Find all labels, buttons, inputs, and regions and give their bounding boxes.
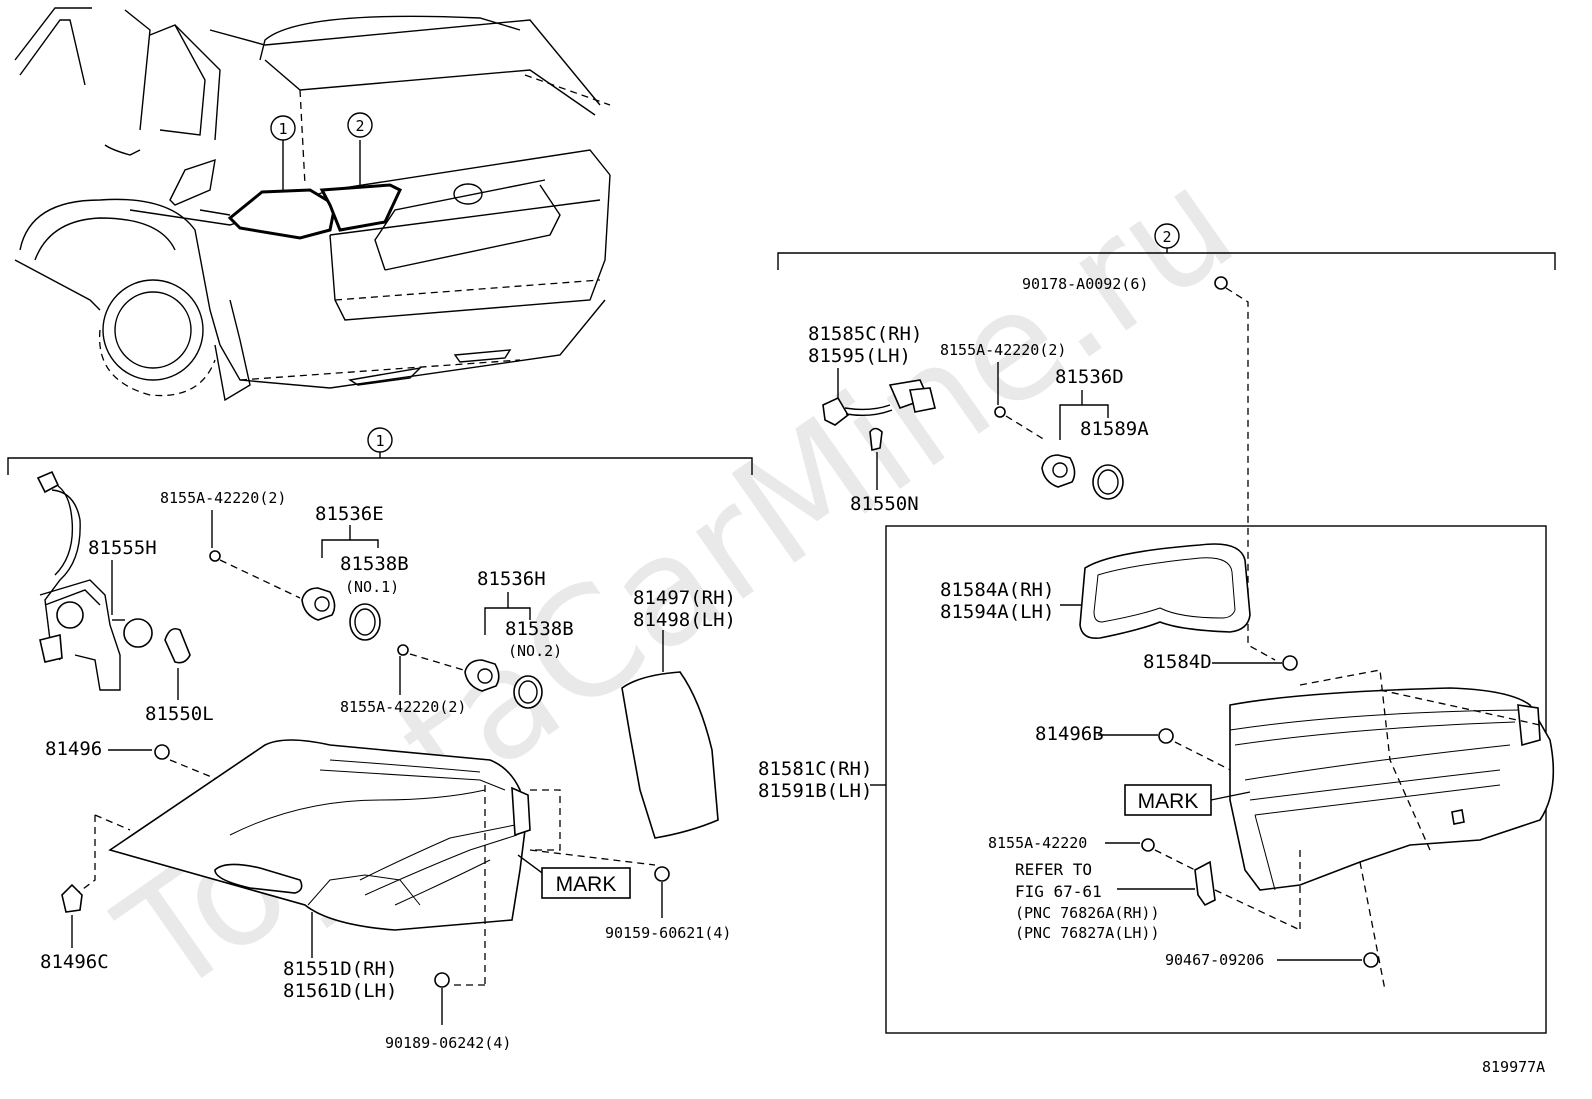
label-81536E: 81536E: [315, 503, 384, 525]
screw-90467: [1363, 952, 1379, 968]
tail-lamp-assembly-left: [108, 739, 531, 931]
label-81591B: 81591B(LH): [758, 780, 872, 802]
label-8155A-42220-right-2: 8155A-42220: [988, 834, 1087, 852]
label-81497: 81497(RH): [633, 587, 736, 609]
label-8155A-42220-right-1: 8155A-42220(2): [940, 341, 1066, 359]
label-81584A: 81584A(RH): [940, 579, 1054, 601]
label-81585C: 81585C(RH): [808, 323, 922, 345]
label-no1: (NO.1): [345, 578, 399, 596]
callout-1-section-text: 1: [375, 432, 384, 450]
bulb-socket-81585C: [822, 379, 936, 426]
refer-to-line2: FIG 67-61: [1015, 882, 1102, 901]
bulb-81550N: [869, 427, 883, 451]
label-81584D: 81584D: [1143, 651, 1212, 673]
mark-label-right: MARK: [1138, 790, 1199, 813]
label-81595: 81595(LH): [808, 345, 911, 367]
bracket-refer: [1194, 860, 1216, 907]
refer-to-line4: (PNC 76827A(LH)): [1015, 924, 1160, 942]
bracket-section-1: [7, 452, 753, 475]
vehicle-illustration: [14, 7, 611, 402]
label-81561D: 81561D(LH): [283, 980, 397, 1002]
gasket-81584A: [1079, 543, 1251, 640]
grommet-81496C: [61, 883, 83, 913]
label-81536H: 81536H: [477, 568, 546, 590]
clip-81496B: [1158, 728, 1174, 744]
screw-90189: [434, 972, 450, 988]
socket-81536D: [1041, 454, 1076, 488]
screw-90178: [1214, 276, 1228, 290]
label-no2: (NO.2): [508, 642, 562, 660]
callout-2-vehicle: [347, 112, 373, 138]
label-81555H: 81555H: [88, 537, 157, 559]
reflector-81497: [621, 671, 719, 839]
mark-box-right: [1124, 784, 1212, 816]
label-81538B-1: 81538B: [340, 553, 409, 575]
socket-81536E: [301, 587, 336, 621]
label-81496B: 81496B: [1035, 723, 1104, 745]
label-90467-09206: 90467-09206: [1165, 951, 1264, 969]
figure-id: 819977A: [1482, 1058, 1545, 1076]
label-90189-06242: 90189-06242(4): [385, 1034, 511, 1052]
label-81538B-2: 81538B: [505, 618, 574, 640]
bracket-section-2: [777, 248, 1556, 270]
label-8155A-42220-left-1: 8155A-42220(2): [160, 489, 286, 507]
label-81550L: 81550L: [145, 703, 214, 725]
tail-lamp-assembly-right: [1229, 687, 1555, 891]
grommet-81584D: [1282, 655, 1298, 671]
clip-81496: [154, 744, 170, 760]
label-90159-60621: 90159-60621(4): [605, 924, 731, 942]
label-8155A-42220-left-2: 8155A-42220(2): [340, 698, 466, 716]
label-81550N: 81550N: [850, 493, 919, 515]
label-81589A: 81589A: [1080, 418, 1149, 440]
mark-box-left: [541, 867, 631, 899]
label-81551D: 81551D(RH): [283, 958, 397, 980]
refer-to-line3: (PNC 76826A(RH)): [1015, 904, 1160, 922]
label-81496: 81496: [45, 738, 102, 760]
callout-2-vehicle-text: 2: [355, 117, 364, 135]
socket-81536H: [464, 659, 500, 692]
label-81594A: 81594A(LH): [940, 601, 1054, 623]
wire-harness: [36, 470, 191, 691]
refer-to-line1: REFER TO: [1015, 860, 1092, 879]
label-81581C: 81581C(RH): [758, 758, 872, 780]
callout-1-vehicle-text: 1: [278, 120, 287, 138]
callout-1-vehicle: [270, 115, 296, 141]
label-81496C: 81496C: [40, 951, 109, 973]
label-81536D: 81536D: [1055, 366, 1124, 388]
mark-label-left: MARK: [556, 873, 617, 896]
label-81498: 81498(LH): [633, 609, 736, 631]
callout-2-section-text: 2: [1162, 228, 1171, 246]
screw-90159: [654, 866, 670, 882]
label-90178-A0092: 90178-A0092(6): [1022, 275, 1148, 293]
